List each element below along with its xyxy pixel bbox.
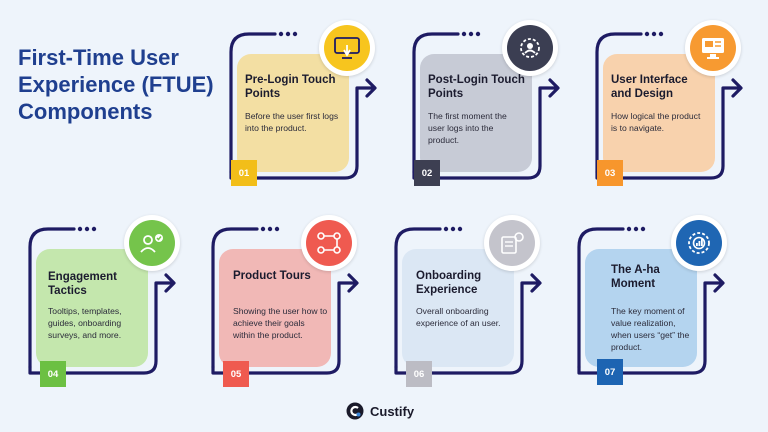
card-description: Overall onboarding experience of an user… [416,306,501,328]
card-number-badge: 01 [231,160,257,186]
card-title: Post-Login Touch Points [428,74,525,100]
card-description: The key moment of value realization, whe… [611,306,690,352]
card-icon-circle [319,20,375,76]
card-number-badge: 03 [597,160,623,186]
card-frame [595,31,743,180]
card-title: Pre-Login Touch Points [245,74,336,100]
card-post-login: Post-Login Touch Points The first moment… [388,18,573,186]
card-panel [603,54,715,172]
card-icon-circle [301,215,357,271]
card-onboarding-experience: Onboarding Experience Overall onboarding… [370,213,555,387]
card-description: How logical the product is to navigate. [611,111,701,133]
card-aha-moment: The A-ha Moment The key moment of value … [553,213,738,385]
onboarding-icon [501,232,524,254]
card-title: Onboarding Experience [416,270,482,296]
card-icon-circle [484,215,540,271]
card-engagement-tactics: Engagement Tactics Tooltips, templates, … [4,213,189,387]
card-description: Showing the user how to achieve their go… [233,306,328,340]
card-panel [219,249,331,367]
flowchart-icon [317,232,341,254]
card-title: Product Tours [233,270,311,282]
custify-logo-icon [346,402,364,420]
card-number-badge: 07 [597,359,623,385]
card-product-tours: Product Tours Showing the user how to ac… [187,213,372,387]
brand-name: Custify [370,403,415,419]
target-gear-icon [688,232,710,254]
card-pre-login: Pre-Login Touch Points Before the user f… [205,18,390,186]
card-panel [585,249,697,367]
card-number-badge: 05 [223,361,249,387]
computer-touch-icon [334,37,360,59]
card-panel [420,54,532,172]
card-icon-circle [671,215,727,271]
card-title: User Interface and Design [611,74,688,100]
card-frame [211,226,359,375]
card-user-interface: User Interface and Design How logical th… [571,18,756,186]
card-icon-circle [685,20,741,76]
engagement-icon [140,234,163,253]
card-panel [237,54,349,172]
card-description: Before the user first logs into the prod… [245,111,339,133]
card-icon-circle [124,215,180,271]
card-frame [394,226,542,375]
card-number-badge: 02 [414,160,440,186]
card-description: The first moment the user logs into the … [428,111,507,145]
card-title: The A-ha Moment [611,264,660,290]
card-description: Tooltips, templates, guides, onboarding … [48,306,122,340]
card-title: Engagement Tactics [48,271,118,297]
card-panel [36,249,148,367]
card-number-badge: 04 [40,361,66,387]
brand-logo: Custify [346,402,414,420]
page-title: First-Time User Experience (FTUE) Compon… [18,45,214,124]
monitor-icon [702,38,724,59]
card-frame [229,31,377,180]
card-icon-circle [502,20,558,76]
card-number-badge: 06 [406,361,432,387]
card-frame [577,226,725,375]
card-frame [28,226,176,375]
card-panel [402,249,514,367]
user-gear-icon [520,38,540,58]
card-frame [412,31,560,180]
